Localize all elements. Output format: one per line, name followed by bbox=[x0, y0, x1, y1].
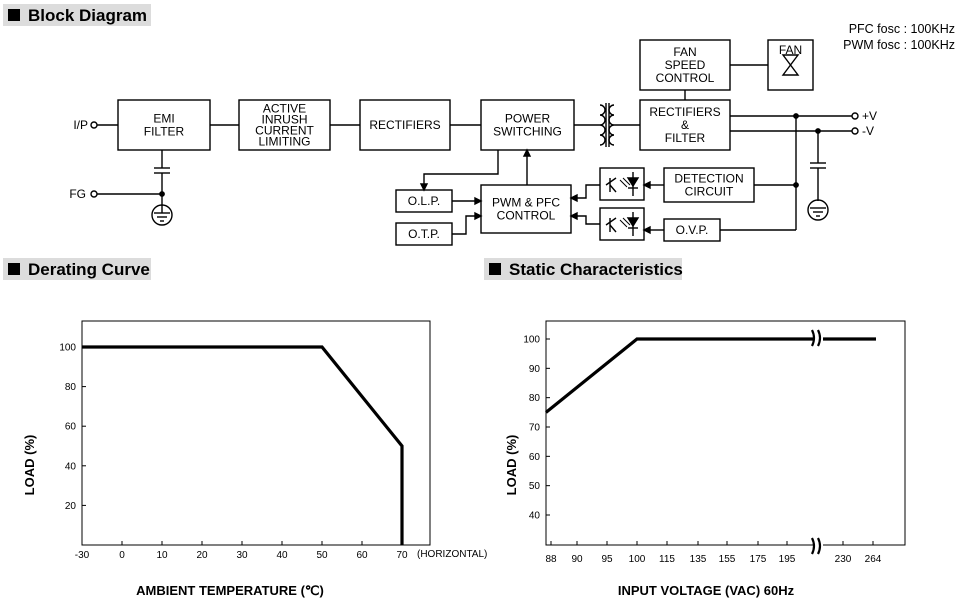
derating-plot-frame bbox=[81, 320, 431, 546]
static-x-tick-label: 155 bbox=[719, 554, 736, 565]
x-axis-break-mark bbox=[811, 537, 823, 555]
static-x-axis-title: INPUT VOLTAGE (VAC) 60Hz bbox=[618, 583, 795, 598]
fan-speed-control-label-1: SPEED bbox=[665, 58, 706, 72]
static-characteristics-chart: 88 90 95 100 115 135 155 175 195 230 264 40 50 60 70 80… bbox=[523, 320, 906, 565]
static-x-tick-label: 264 bbox=[865, 554, 882, 565]
static-plot-frame bbox=[545, 320, 906, 546]
static-x-tick-label: 175 bbox=[750, 554, 767, 565]
static-y-tick-label: 90 bbox=[529, 364, 541, 375]
fan-speed-control-label-0: FAN bbox=[673, 45, 696, 59]
derating-x-axis-title: AMBIENT TEMPERATURE (℃) bbox=[136, 583, 324, 598]
photocoupler-upper-symbol bbox=[605, 172, 640, 196]
rectifiers-filter-label-0: RECTIFIERS bbox=[649, 105, 720, 119]
static-x-tick-label: 90 bbox=[571, 554, 583, 565]
static-x-tick-label: 195 bbox=[779, 554, 796, 565]
block-diagram bbox=[90, 39, 859, 246]
fan-label-0: FAN bbox=[779, 43, 802, 57]
block-diagram-title: Block Diagram bbox=[28, 6, 147, 25]
derating-curve-title: Derating Curve bbox=[28, 260, 150, 279]
derating-x-note: (HORIZONTAL) bbox=[417, 549, 487, 560]
otp-label-0: O.T.P. bbox=[408, 227, 440, 241]
derating-x-tick-label: 70 bbox=[396, 550, 408, 561]
static-y-tick-label: 100 bbox=[523, 335, 540, 346]
ovp-label-0: O.V.P. bbox=[676, 223, 709, 237]
static-x-tick-label: 88 bbox=[545, 554, 557, 565]
static-y-tick-label: 70 bbox=[529, 423, 541, 434]
derating-y-axis-title: LOAD (%) bbox=[22, 435, 37, 496]
static-y-tick-label: 60 bbox=[529, 452, 541, 463]
rectifiers-filter-label-1: & bbox=[681, 118, 689, 132]
rectifiers-label-0: RECTIFIERS bbox=[369, 118, 440, 132]
derating-y-tick-label: 40 bbox=[65, 461, 77, 472]
static-characteristics-title: Static Characteristics bbox=[509, 260, 683, 279]
input-label: I/P bbox=[73, 118, 88, 132]
static-y-axis-title: LOAD (%) bbox=[504, 435, 519, 496]
derating-x-tick-label: 0 bbox=[119, 550, 125, 561]
fg-terminal bbox=[90, 190, 98, 198]
pwm-pfc-control-label-1: CONTROL bbox=[497, 209, 556, 223]
pfc-frequency-note: PFC fosc : 100KHz bbox=[849, 22, 955, 36]
derating-x-tick-label: 20 bbox=[196, 550, 208, 561]
static-y-tick-label: 40 bbox=[529, 511, 541, 522]
detection-circuit-label-0: DETECTION bbox=[674, 172, 743, 186]
static-x-tick-label: 230 bbox=[835, 554, 852, 565]
static-y-tick-label: 50 bbox=[529, 481, 541, 492]
static-x-tick-label: 135 bbox=[690, 554, 707, 565]
static-x-tick-label: 115 bbox=[659, 554, 675, 565]
derating-curve-chart: -30 0 10 20 30 40 50 60 70 20 40 60 80 100 bbox=[59, 320, 431, 561]
derating-x-tick-label: -30 bbox=[75, 550, 90, 561]
fg-label: FG bbox=[69, 187, 86, 201]
curve-break-mark bbox=[811, 329, 823, 347]
minus-v-terminal bbox=[851, 127, 859, 135]
active-inrush-label-2: CURRENT bbox=[255, 124, 314, 138]
block-labels: EMIFILTERACTIVEINRUSHCURRENTLIMITINGRECT… bbox=[144, 43, 802, 241]
olp-label-0: O.L.P. bbox=[408, 194, 440, 208]
minus-v-label: -V bbox=[862, 124, 874, 138]
derating-x-tick-label: 60 bbox=[356, 550, 368, 561]
input-terminal bbox=[90, 121, 98, 129]
derating-x-tick-label: 40 bbox=[276, 550, 288, 561]
derating-y-tick-label: 60 bbox=[65, 422, 77, 433]
detection-circuit-label-1: CIRCUIT bbox=[685, 185, 734, 199]
fan-speed-control-label-2: CONTROL bbox=[656, 71, 715, 85]
static-y-tick-label: 80 bbox=[529, 393, 541, 404]
derating-y-tick-label: 80 bbox=[65, 382, 77, 393]
emi-filter-label-1: FILTER bbox=[144, 125, 185, 139]
derating-x-tick-label: 10 bbox=[156, 550, 168, 561]
derating-curve-header: Derating Curve bbox=[3, 258, 151, 280]
static-x-tick-label: 100 bbox=[629, 554, 646, 565]
active-inrush-label-1: INRUSH bbox=[261, 113, 307, 127]
pwm-pfc-control-block bbox=[480, 184, 572, 234]
photocoupler-lower-symbol bbox=[605, 212, 640, 236]
power-switching-label-0: POWER bbox=[505, 112, 551, 126]
derating-y-tick-label: 100 bbox=[59, 343, 76, 354]
emi-filter-label-0: EMI bbox=[153, 112, 174, 126]
pwm-frequency-note: PWM fosc : 100KHz bbox=[843, 38, 955, 52]
derating-curve-line bbox=[82, 345, 404, 545]
power-switching-label-1: SWITCHING bbox=[493, 125, 562, 139]
static-characteristics-line bbox=[544, 337, 876, 414]
static-characteristics-header: Static Characteristics bbox=[484, 258, 683, 280]
derating-x-tick-label: 50 bbox=[316, 550, 328, 561]
derating-x-tick-label: 30 bbox=[236, 550, 248, 561]
active-inrush-label-3: LIMITING bbox=[258, 135, 310, 149]
photocoupler-upper bbox=[599, 167, 645, 201]
plus-v-label: +V bbox=[862, 109, 877, 123]
derating-y-tick-label: 20 bbox=[65, 501, 77, 512]
transformer bbox=[599, 103, 615, 147]
plus-v-terminal bbox=[851, 112, 859, 120]
block-diagram-header: Block Diagram bbox=[3, 4, 151, 26]
rectifiers-filter-label-2: FILTER bbox=[665, 131, 706, 145]
static-x-tick-label: 95 bbox=[601, 554, 613, 565]
pwm-pfc-control-label-0: PWM & PFC bbox=[492, 196, 560, 210]
active-inrush-label-0: ACTIVE bbox=[263, 102, 306, 116]
